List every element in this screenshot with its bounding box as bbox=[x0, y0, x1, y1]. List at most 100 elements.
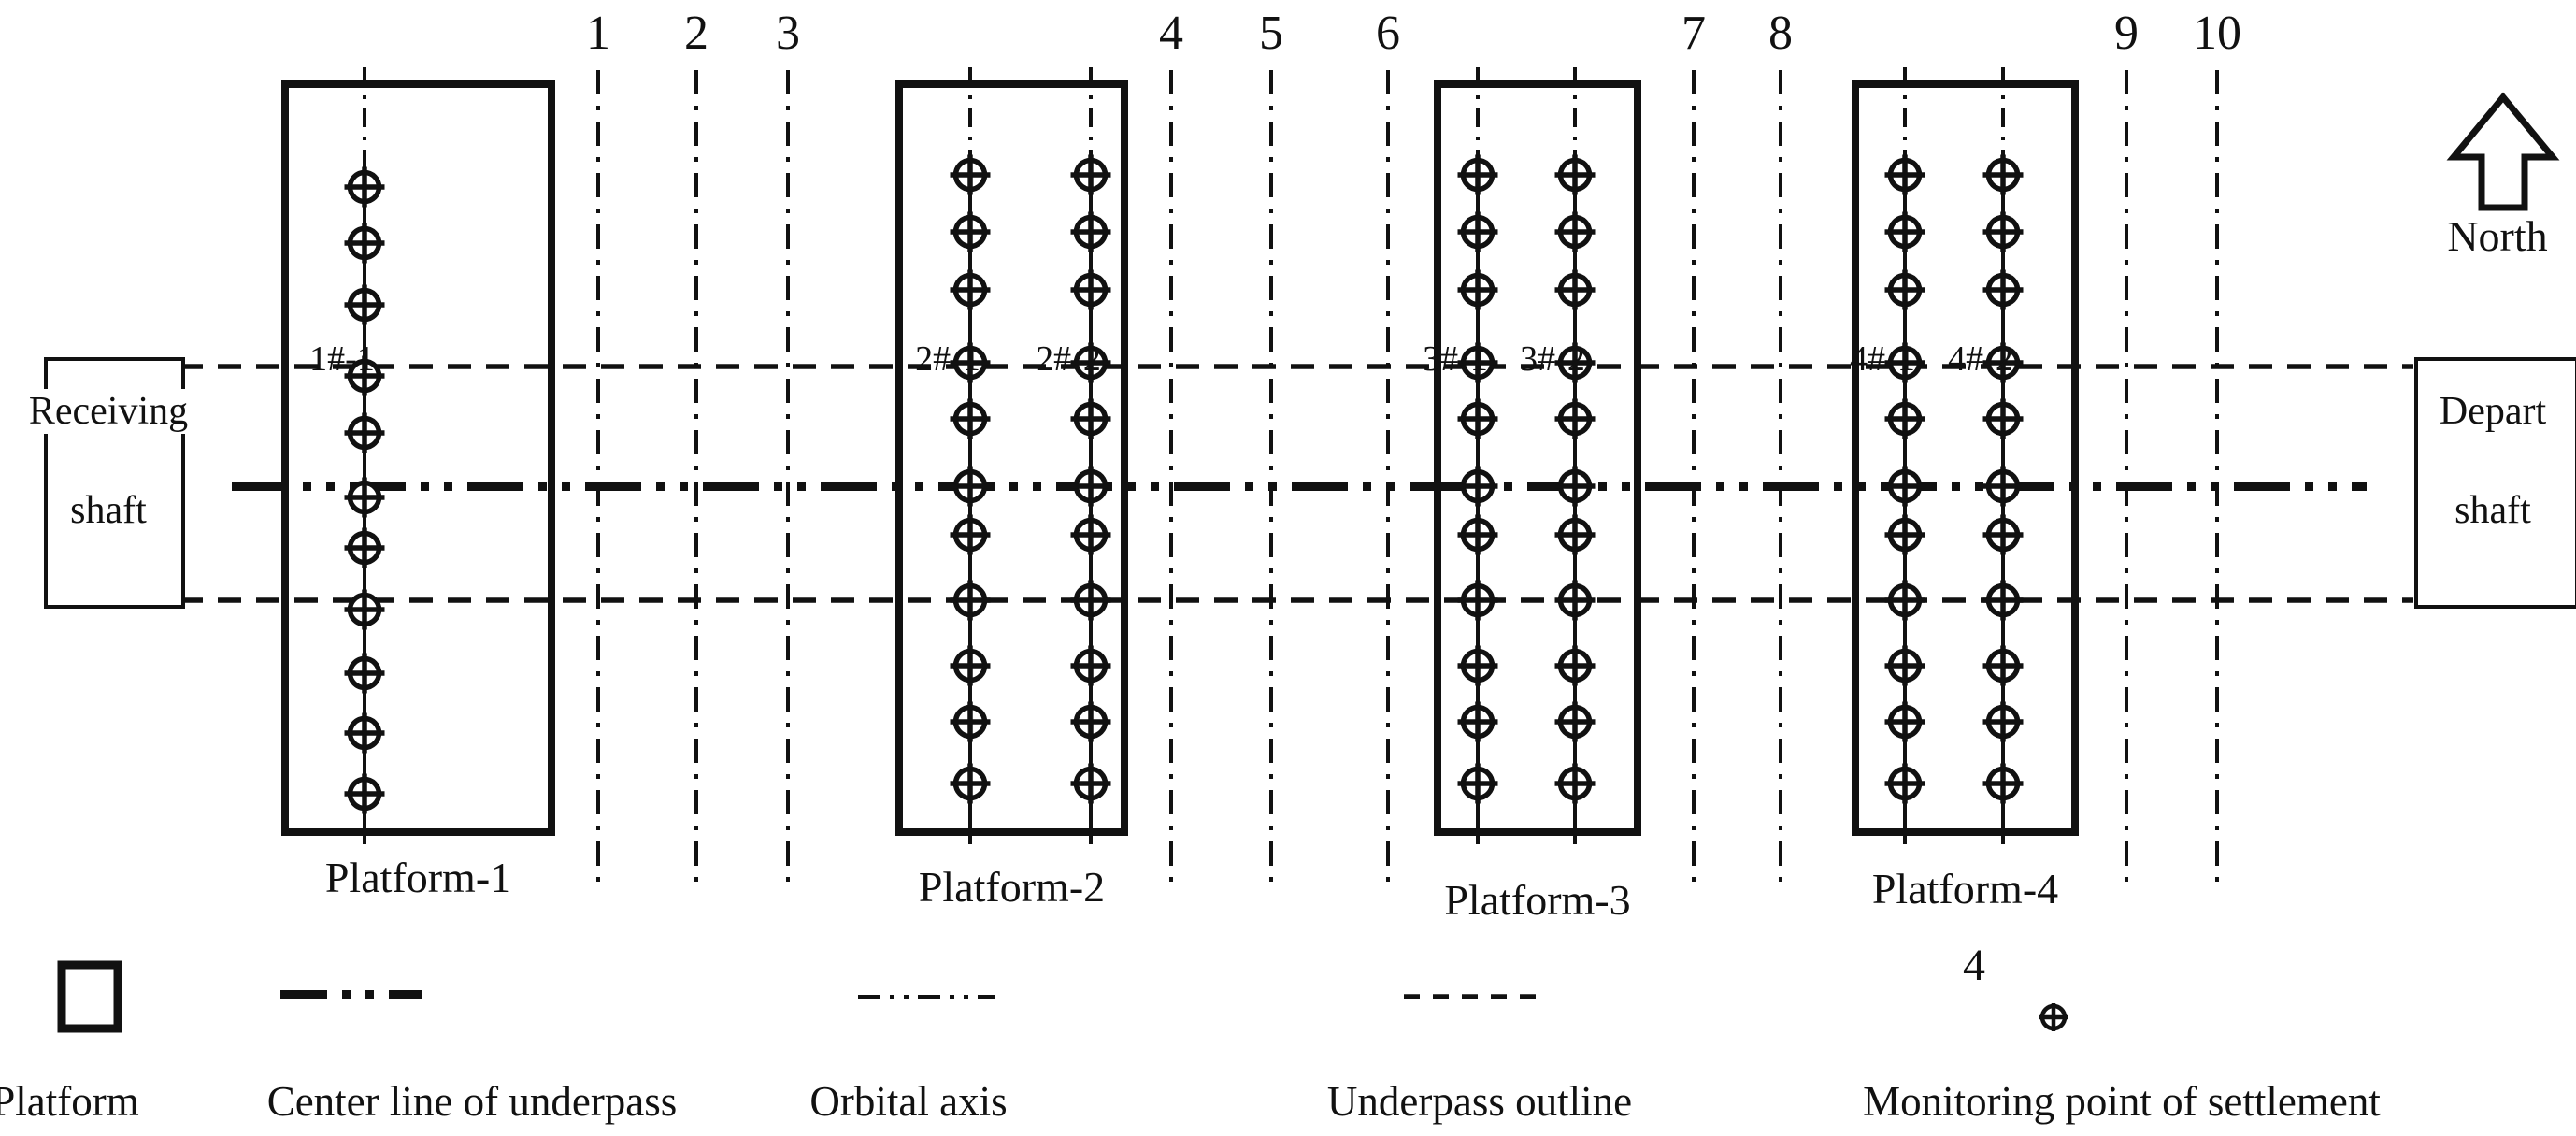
receiving-shaft-label-line1: Receiving bbox=[24, 389, 193, 434]
monitoring-point bbox=[344, 653, 385, 694]
monitoring-point bbox=[1982, 154, 2024, 195]
legend-monitoring-point-number: 4 bbox=[1963, 941, 1985, 990]
monitoring-point bbox=[950, 763, 991, 804]
platform-label-4: Platform-4 bbox=[1871, 865, 2059, 913]
monitoring-point bbox=[344, 284, 385, 325]
orbital-axis-number-4: 4 bbox=[1159, 7, 1183, 60]
monitoring-point bbox=[1070, 342, 1111, 383]
legend-label-center-line: Center line of underpass bbox=[266, 1078, 678, 1125]
monitoring-point bbox=[1982, 701, 2024, 742]
monitoring-point bbox=[1457, 154, 1498, 195]
monitoring-point bbox=[1457, 645, 1498, 686]
monitoring-point bbox=[1457, 580, 1498, 621]
orbital-axis-number-8: 8 bbox=[1768, 7, 1793, 60]
monitoring-point bbox=[1554, 466, 1596, 507]
monitoring-point bbox=[344, 589, 385, 630]
platform-label-1: Platform-1 bbox=[324, 854, 512, 901]
monitoring-point bbox=[1884, 342, 1925, 383]
monitoring-point bbox=[950, 154, 991, 195]
monitoring-point bbox=[1554, 269, 1596, 310]
monitoring-point bbox=[950, 269, 991, 310]
monitoring-point bbox=[1884, 269, 1925, 310]
monitoring-point bbox=[1884, 154, 1925, 195]
north-arrow-icon bbox=[2446, 92, 2560, 211]
monitoring-column-label-1#-1: 1#-1 bbox=[309, 339, 375, 379]
monitoring-column-label-4#-1: 4#-1 bbox=[1850, 339, 1915, 379]
monitoring-point bbox=[1070, 154, 1111, 195]
monitoring-point bbox=[344, 773, 385, 814]
monitoring-point bbox=[950, 701, 991, 742]
receiving-shaft-label-line2: shaft bbox=[66, 488, 150, 533]
monitoring-point bbox=[344, 223, 385, 264]
monitoring-point bbox=[1982, 580, 2024, 621]
orbital-axis-number-2: 2 bbox=[684, 7, 708, 60]
monitoring-point bbox=[1554, 154, 1596, 195]
monitoring-point bbox=[1554, 580, 1596, 621]
monitoring-point bbox=[1457, 466, 1498, 507]
monitoring-point bbox=[1070, 398, 1111, 439]
monitoring-point bbox=[1457, 398, 1498, 439]
monitoring-column-label-2#-2: 2#-2 bbox=[1036, 339, 1101, 379]
monitoring-point bbox=[1982, 342, 2024, 383]
platform-label-2: Platform-2 bbox=[918, 863, 1106, 911]
monitoring-point bbox=[1982, 514, 2024, 555]
monitoring-column-label-3#-1: 3#-1 bbox=[1423, 339, 1488, 379]
monitoring-point bbox=[1457, 269, 1498, 310]
monitoring-point bbox=[950, 398, 991, 439]
monitoring-point bbox=[1884, 763, 1925, 804]
monitoring-point bbox=[344, 527, 385, 568]
monitoring-column-label-4#-2: 4#-2 bbox=[1948, 339, 2013, 379]
monitoring-point bbox=[1457, 211, 1498, 252]
monitoring-point bbox=[950, 580, 991, 621]
monitoring-point bbox=[344, 412, 385, 453]
monitoring-point bbox=[1070, 514, 1111, 555]
legend-label-monitoring-point: Monitoring point of settlement bbox=[1863, 1078, 2381, 1125]
legend-monitoring-point-icon bbox=[2039, 1003, 2068, 1031]
monitoring-point bbox=[1070, 466, 1111, 507]
platform-rect-4 bbox=[1852, 80, 2079, 836]
monitoring-point bbox=[1554, 342, 1596, 383]
platform-rect-1 bbox=[281, 80, 555, 836]
monitoring-point bbox=[1884, 211, 1925, 252]
orbital-axis-number-7: 7 bbox=[1682, 7, 1706, 60]
monitoring-point bbox=[1070, 211, 1111, 252]
monitoring-point bbox=[1982, 398, 2024, 439]
legend-platform-swatch bbox=[57, 960, 122, 1033]
depart-shaft-label-line1: Depart bbox=[2435, 389, 2551, 434]
monitoring-point bbox=[1457, 763, 1498, 804]
monitoring-point bbox=[1554, 398, 1596, 439]
legend-label-platform: Platform bbox=[0, 1078, 139, 1125]
monitoring-point bbox=[1884, 645, 1925, 686]
monitoring-point bbox=[1884, 701, 1925, 742]
monitoring-point bbox=[1070, 701, 1111, 742]
orbital-axis-number-3: 3 bbox=[776, 7, 800, 60]
monitoring-point bbox=[950, 211, 991, 252]
monitoring-point bbox=[950, 514, 991, 555]
monitoring-point bbox=[1554, 211, 1596, 252]
monitoring-point bbox=[1982, 269, 2024, 310]
monitoring-point bbox=[1554, 514, 1596, 555]
monitoring-point bbox=[1457, 514, 1498, 555]
monitoring-point bbox=[344, 477, 385, 518]
monitoring-point bbox=[344, 355, 385, 396]
monitoring-point bbox=[1070, 269, 1111, 310]
monitoring-point bbox=[1070, 580, 1111, 621]
monitoring-point bbox=[1070, 645, 1111, 686]
monitoring-point bbox=[1554, 763, 1596, 804]
orbital-axis-number-9: 9 bbox=[2114, 7, 2139, 60]
platform-label-3: Platform-3 bbox=[1444, 876, 1631, 924]
monitoring-point bbox=[1982, 466, 2024, 507]
monitoring-point bbox=[1982, 211, 2024, 252]
monitoring-point bbox=[950, 466, 991, 507]
platform-rect-2 bbox=[895, 80, 1128, 836]
legend-label-orbital-axis: Orbital axis bbox=[809, 1078, 1008, 1125]
monitoring-column-label-2#-1: 2#-1 bbox=[915, 339, 980, 379]
platform-rect-3 bbox=[1434, 80, 1641, 836]
monitoring-point bbox=[950, 645, 991, 686]
monitoring-point bbox=[344, 712, 385, 754]
depart-shaft-label-line2: shaft bbox=[2451, 488, 2535, 533]
monitoring-point bbox=[1457, 342, 1498, 383]
monitoring-point bbox=[344, 166, 385, 208]
